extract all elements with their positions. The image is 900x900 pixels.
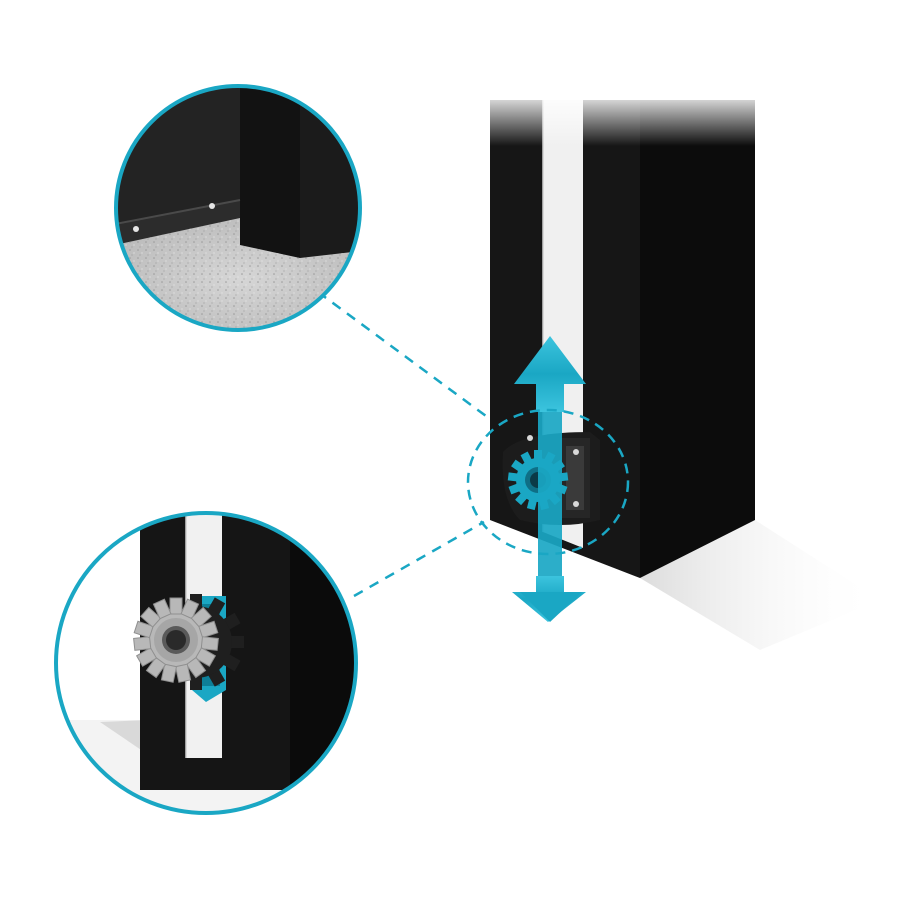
inset-floor-corner-border bbox=[114, 84, 362, 332]
post-top-fade bbox=[480, 90, 770, 290]
post-floor-shadow bbox=[640, 520, 880, 650]
gear-closeup-icon bbox=[133, 597, 219, 683]
leader-line-top bbox=[317, 290, 487, 418]
gear-focus-ring bbox=[466, 408, 630, 556]
inset-gear-closeup bbox=[54, 511, 358, 815]
inset-floor-corner bbox=[114, 84, 362, 332]
up-down-arrow-icon bbox=[512, 336, 586, 622]
inset-gear-closeup-border bbox=[54, 511, 358, 815]
leader-line-bottom bbox=[353, 520, 485, 598]
